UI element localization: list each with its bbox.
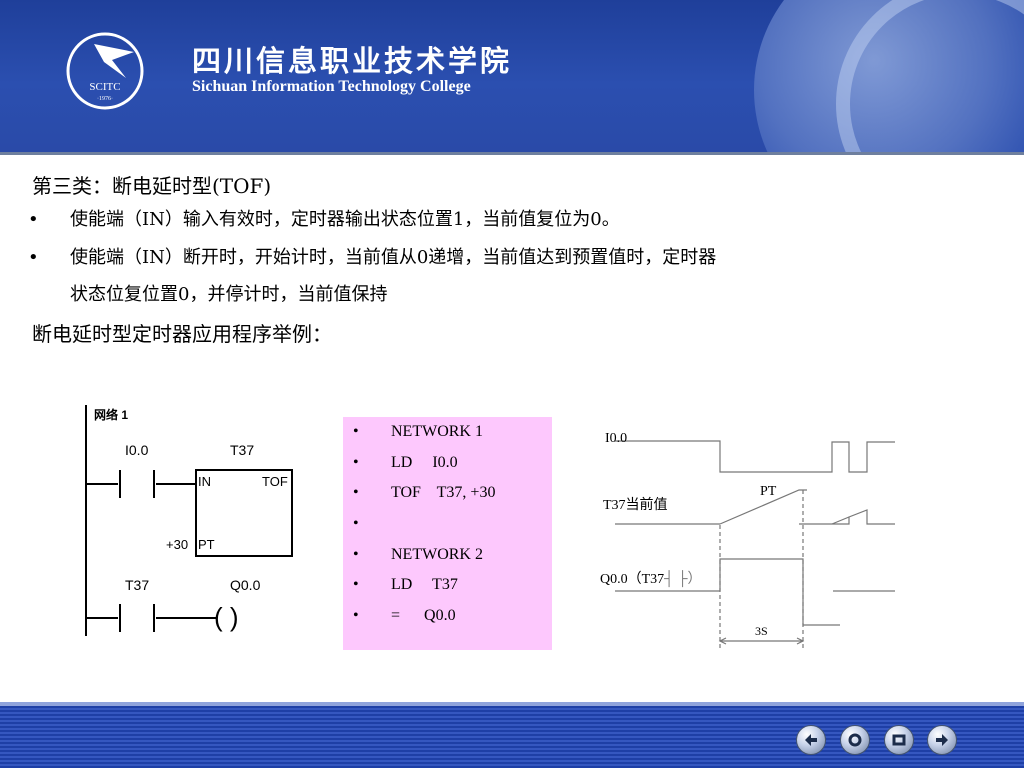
coil-symbol: ( ) [214,602,239,632]
duration-label: 3S [755,624,768,638]
timing-diagram: I0.0 T37当前值 PT Q0.0（T37┤ ├） 3S [600,431,895,650]
stl-text: NETWORK 1 [391,423,483,440]
college-logo-icon: SCITC ·1976· [66,32,144,110]
example-heading: 断电延时型定时器应用程序举例： [32,322,332,346]
home-button[interactable] [840,725,870,755]
logo-text: SCITC [89,81,120,93]
contact-label-t37: T37 [125,577,149,593]
bullet-text-continued: 状态位复位置0，并停计时，当前值保持 [70,284,388,305]
contact-label-i00: I0.0 [125,442,149,458]
stl-text: NETWORK 2 [391,545,483,563]
home-icon [848,733,862,747]
timer-in-label: IN [198,474,211,489]
stl-bullet: • [353,607,359,625]
network-label: 网络 1 [94,407,128,422]
stl-bullet: • [353,545,359,563]
bullet-dot: • [28,209,39,230]
forward-button[interactable] [927,725,957,755]
slide-title: 第三类：断电延时型(TOF) [32,174,272,198]
forward-icon [936,734,948,746]
stl-text: LD I0.0 [391,453,458,471]
stl-bullet: • [353,484,359,502]
stl-text: = Q0.0 [391,607,456,625]
stl-text: LD T37 [391,576,458,594]
coil-label: Q0.0 [230,577,261,593]
stl-bullet: • [353,576,359,594]
header-banner [0,0,1024,152]
stop-button[interactable] [884,725,914,755]
bullet-text: 使能端（IN）断开时，开始计时，当前值从0递增，当前值达到预置值时，定时器 [70,247,717,268]
signal-label-q00: Q0.0（T37┤ ├） [600,570,702,588]
stl-text: TOF T37, +30 [391,484,496,502]
logo-year: ·1976· [97,96,113,102]
timer-box [195,469,293,557]
bullet-dot: • [28,247,39,268]
stop-icon [892,734,906,746]
school-name-cn: 四川信息职业技术学院 [192,44,513,78]
timer-type-label: TOF [262,474,288,489]
signal-label-q00-suffix: ┤ ├） [663,570,701,588]
stl-code-box: • NETWORK 1 • LD I0.0 • TOF T37, +30 • • NET… [343,417,552,650]
signal-label-t37: T37当前值 [603,496,668,513]
bullet-text: 使能端（IN）输入有效时，定时器输出状态位置1，当前值复位为0。 [70,209,620,230]
pt-label: PT [760,484,777,499]
stl-bullet: • [353,423,359,440]
footer-bar [0,702,1024,768]
timer-preset: +30 [166,537,188,552]
timer-name: T37 [230,442,254,458]
stl-bullet: • [353,453,359,471]
signal-label-i00: I0.0 [605,431,627,446]
school-name-en: Sichuan Information Technology College [192,78,471,95]
ladder-diagram: 网络 1 I0.0 T37 IN TOF +30 PT T37 Q0.0 ( ) [85,405,293,636]
timer-pt-label: PT [198,537,215,552]
signal-label-q00-text: Q0.0（T37 [600,571,664,587]
stl-bullet: • [353,515,359,533]
back-button[interactable] [796,725,826,755]
back-icon [805,734,817,746]
header-divider [0,152,1024,155]
